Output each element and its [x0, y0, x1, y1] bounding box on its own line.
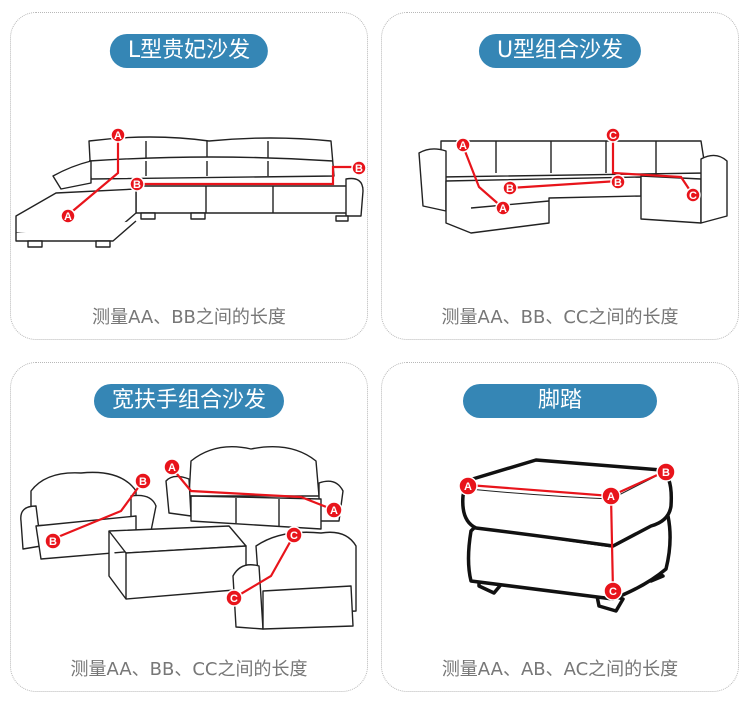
svg-text:C: C	[230, 593, 238, 605]
panel-caption: 测量AA、AB、AC之间的长度	[441, 659, 679, 680]
marker-b: B	[351, 160, 367, 176]
marker-b: B	[656, 462, 676, 482]
svg-text:C: C	[609, 586, 617, 598]
panel-wide-arm-sofa: A A B B C C 宽扶手组合沙发 测量AA、BB、CC之间的长度	[10, 362, 368, 692]
marker-a: A	[458, 476, 478, 496]
marker-c: C	[605, 127, 621, 143]
svg-text:A: A	[64, 211, 72, 223]
marker-a: A	[60, 208, 76, 224]
panel-caption: 测量AA、BB、CC之间的长度	[441, 307, 679, 328]
marker-a: A	[495, 200, 511, 216]
l-sofa-illustration: A A B B	[15, 127, 367, 248]
svg-text:B: B	[139, 476, 147, 488]
svg-text:A: A	[459, 140, 467, 152]
svg-text:B: B	[662, 467, 670, 479]
svg-text:B: B	[133, 179, 141, 191]
svg-text:A: A	[499, 203, 507, 215]
marker-a: A	[163, 458, 181, 476]
marker-c: C	[285, 526, 303, 544]
wide-arm-sofa-illustration: A A B B C C	[20, 446, 357, 630]
panel-u-sofa: A A B B C C U型组合沙发 测量AA、BB、CC之间的长度	[381, 12, 739, 340]
marker-b: B	[129, 176, 145, 192]
u-sofa-illustration: A A B B C C	[418, 127, 728, 234]
marker-a: A	[601, 486, 621, 506]
panel-title: 宽扶手组合沙发	[93, 384, 285, 418]
marker-b: B	[610, 174, 626, 190]
svg-text:A: A	[464, 481, 472, 493]
marker-c: C	[685, 187, 701, 203]
panel-title: 脚踏	[462, 384, 658, 418]
panel-l-sofa: A A B B L型贵妃沙发 测量AA、BB之间的长度	[10, 12, 368, 340]
marker-c: C	[603, 581, 623, 601]
svg-text:B: B	[49, 536, 57, 548]
svg-text:C: C	[689, 190, 697, 202]
svg-text:A: A	[330, 505, 338, 517]
panel-title: U型组合沙发	[478, 34, 642, 68]
panel-caption: 测量AA、BB、CC之间的长度	[70, 659, 308, 680]
svg-text:C: C	[609, 130, 617, 142]
panel-title: L型贵妃沙发	[109, 34, 269, 68]
svg-text:A: A	[607, 491, 615, 503]
marker-b: B	[134, 472, 152, 490]
marker-a: A	[455, 137, 471, 153]
svg-text:C: C	[290, 530, 298, 542]
marker-b: B	[502, 180, 518, 196]
marker-a: A	[110, 127, 126, 143]
svg-text:B: B	[355, 163, 363, 175]
svg-text:A: A	[114, 130, 122, 142]
marker-a: A	[325, 501, 343, 519]
svg-text:B: B	[614, 177, 622, 189]
marker-c: C	[225, 589, 243, 607]
svg-text:A: A	[168, 462, 176, 474]
footstool-illustration: A A B C	[458, 458, 676, 613]
svg-text:B: B	[506, 183, 514, 195]
panel-caption: 测量AA、BB之间的长度	[92, 307, 286, 328]
panel-footstool: A A B C 脚踏 测量AA、AB、AC之间的长度	[381, 362, 739, 692]
marker-b: B	[44, 532, 62, 550]
